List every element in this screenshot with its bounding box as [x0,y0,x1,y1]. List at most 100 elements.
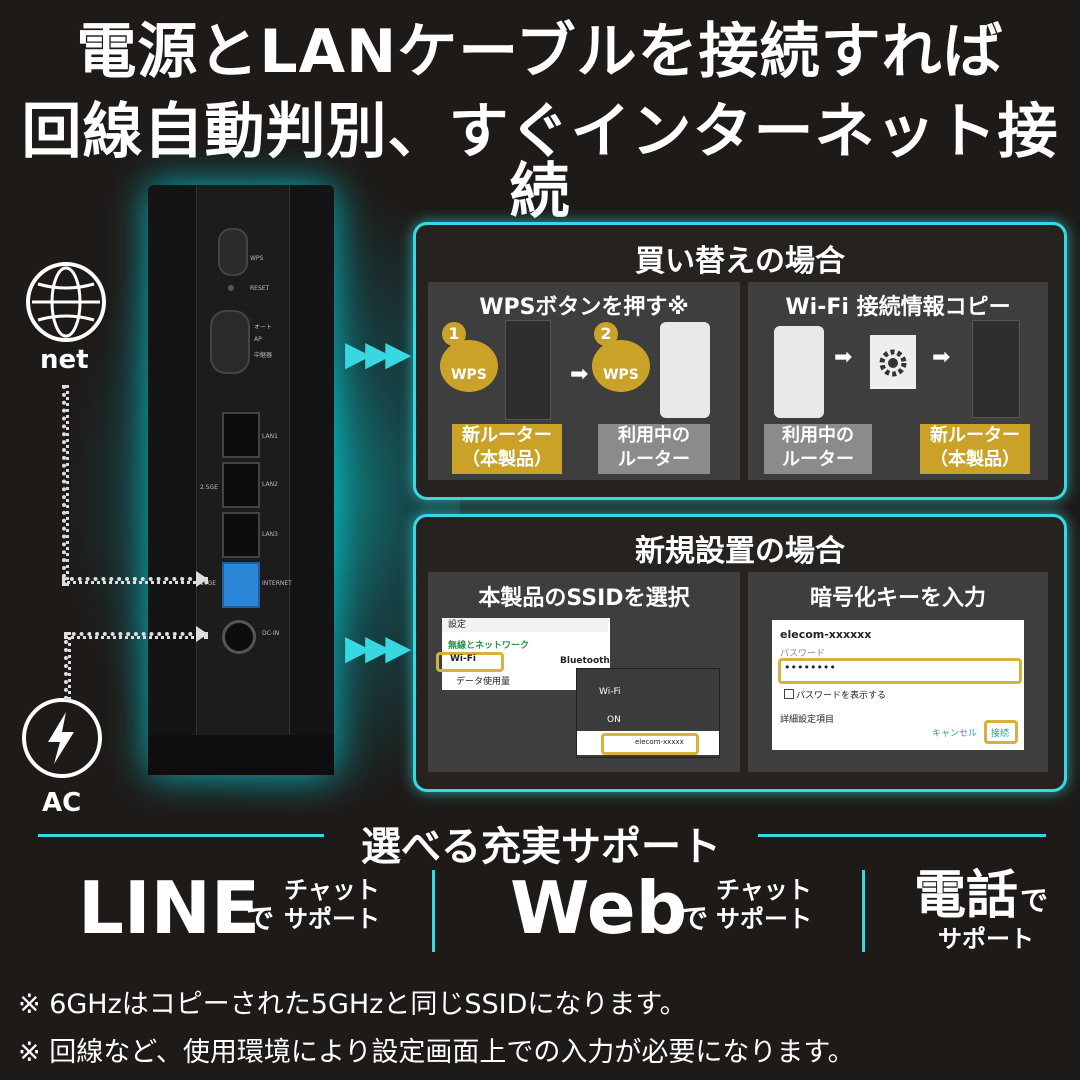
connect-button[interactable]: 接続 [991,729,1010,739]
ac-label: AC [42,788,82,818]
current-router-device-1 [660,322,710,418]
advanced-label[interactable]: 詳細設定項目 [780,715,835,725]
show-password-label: パスワードを表示する [796,691,887,701]
arrows-replace-icon: ▶▶▶ [345,334,411,374]
lan2-label: LAN2 [262,481,278,488]
password-label: パスワード [780,649,826,659]
web-support-label: Web [510,866,688,950]
wps-button [218,228,248,276]
lan3-label: LAN3 [262,531,278,538]
ac-cable-horizontal [64,632,208,639]
replace-title: 買い替えの場合 [635,244,845,279]
ac-cable-vertical [64,632,71,700]
ssid-highlight [601,733,699,755]
phone-de: で [1020,884,1049,917]
router-base [148,735,334,775]
net-arrow-icon [196,571,208,587]
dialog-ssid: elecom-xxxxxx [780,628,872,641]
wifi-on-label: ON [607,715,621,725]
support-title: 選べる充実サポート [361,824,721,870]
headline-line1: 電源とLANケーブルを接続すれば [76,17,1004,87]
current-router-device-2 [774,326,824,418]
wireless-section: 無線とネットワーク [448,641,530,651]
wifi-highlight [436,652,504,672]
arrows-new-icon: ▶▶▶ [345,628,411,668]
current-router-line2: ルーター [618,449,690,470]
web-chat: チャット [716,876,812,904]
lan3-port [222,512,260,558]
net-cable-vertical [62,385,69,586]
current-router-label-2: 利用中の ルーター [764,424,872,474]
web-de: で [680,902,709,935]
web-support: サポート [716,905,812,933]
support-line-right [758,834,1046,837]
line-support-label: LINE [78,866,261,950]
arrow-right-icon-2: ➡ [834,345,853,370]
phone-support-label: 電話 [914,866,1019,926]
dcin-label: DC-IN [262,630,280,637]
speed-label-2-5ge: 2.5GE [200,484,218,491]
password-highlight [778,658,1022,684]
current-router-label-1: 利用中の ルーター [598,424,710,474]
settings-file-icon [870,335,916,389]
new-setup-title: 新規設置の場合 [635,534,845,569]
line-de: で [246,902,275,935]
support-line-left [38,834,324,837]
current-router-line2-b: ルーター [782,449,854,470]
password-field[interactable]: •••••••• [784,661,836,674]
arrow-right-icon: ➡ [570,362,589,387]
connect-highlight [984,720,1018,744]
ac-arrow-icon [196,626,208,642]
bluetooth-item[interactable]: Bluetooth [560,656,610,666]
divider-2 [862,870,865,952]
new-router-line1-b: 新ルーター [930,425,1020,446]
reset-hole [228,285,234,291]
wps-press-1: WPS [440,340,498,392]
mode-label-3: 中継器 [254,352,273,359]
wps-press-2: WPS [592,340,650,392]
new-router-label-2: 新ルーター （本製品） [920,424,1030,474]
lan1-port [222,412,260,458]
wps-label: WPS [250,255,264,262]
speed-label-10ge: 10GE [200,580,217,587]
mode-label-1: オート [254,324,273,331]
reset-label: RESET [250,285,270,292]
mode-switch [210,310,250,374]
new-router-label-1: 新ルーター （本製品） [452,424,562,474]
headline-line2: 回線自動判別、すぐインターネット接続 [21,97,1059,227]
copy-title: Wi-Fi 接続情報コピー [785,295,1011,320]
wifi-screen-title: Wi-Fi [599,687,621,697]
mode-label-2: AP [254,336,262,343]
wifi-item[interactable]: Wi-Fi [450,654,476,664]
new-router-device-1 [505,320,551,420]
divider-1 [432,870,435,952]
footnote-1: ※ 6GHzはコピーされた5GHzと同じSSIDになります。 [18,989,687,1020]
net-label: net [40,345,89,375]
phone-support: サポート [938,925,1034,953]
password-dialog: elecom-xxxxxx パスワード •••••••• パスワードを表示する … [772,620,1024,750]
internet-port [222,562,260,608]
data-usage-item[interactable]: データ使用量 [456,677,511,687]
new-router-line1: 新ルーター [462,425,552,446]
arrow-right-icon-3: ➡ [932,345,951,370]
lan2-port [222,462,260,508]
new-router-line2: （本製品） [462,449,552,470]
footnote-2: ※ 回線など、使用環境により設定画面上での入力が必要になります。 [18,1037,855,1068]
wifi-screen: Wi-Fi ON elecom-xxxxx [576,668,720,758]
wps-title: WPSボタンを押す※ [479,295,689,320]
globe-icon [26,262,106,342]
ssid-title: 本製品のSSIDを選択 [478,586,690,611]
new-router-device-2 [972,320,1020,418]
line-support: サポート [284,905,380,933]
cancel-button[interactable]: キャンセル [932,729,978,739]
show-password-checkbox[interactable] [784,689,794,699]
key-title: 暗号化キーを入力 [809,586,986,611]
internet-label: INTERNET [262,580,292,587]
lightning-icon [22,698,102,778]
new-router-line2-b: （本製品） [930,449,1020,470]
ssid-name[interactable]: elecom-xxxxx [635,738,684,746]
current-router-line1-b: 利用中の [782,425,854,446]
settings-header: 設定 [442,618,608,632]
current-router-line1: 利用中の [618,425,690,446]
dc-in-port [222,620,256,654]
